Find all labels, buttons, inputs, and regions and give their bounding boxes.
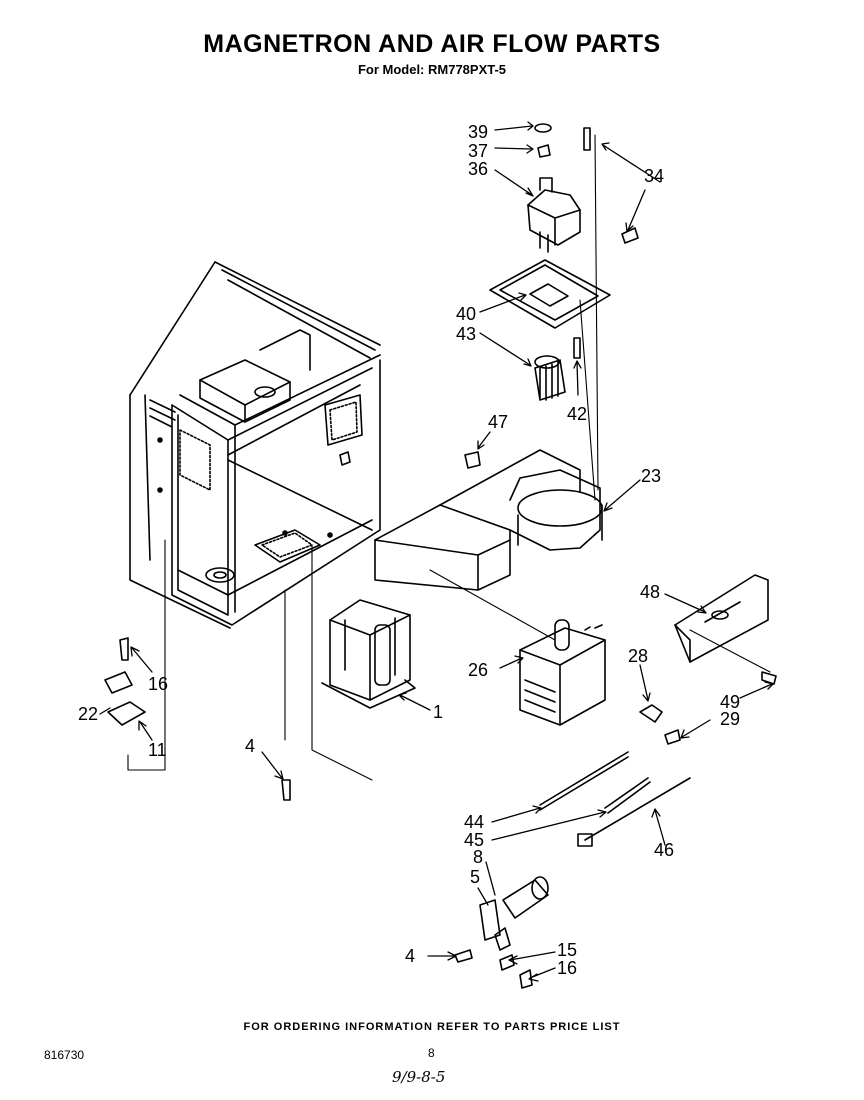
capacitor — [454, 876, 549, 989]
magnetron — [519, 619, 606, 726]
leader-lines — [127, 134, 771, 781]
callout-4-cabinet: 4 — [245, 736, 255, 756]
page-number: 8 — [428, 1046, 435, 1060]
callout-16-fuse: 16 — [148, 674, 168, 694]
bracket-48 — [674, 574, 777, 685]
callout-43: 43 — [456, 324, 476, 344]
callout-11: 11 — [148, 740, 167, 760]
callout-39: 39 — [468, 122, 488, 142]
document-number: 816730 — [44, 1048, 85, 1062]
handwritten-date: 9/9-8-5 — [392, 1068, 446, 1086]
model-subtitle: For Model: RM778PXT-5 — [357, 62, 507, 77]
transformer — [321, 599, 416, 709]
page-title: MAGNETRON AND AIR FLOW PARTS — [203, 30, 661, 58]
callout-46: 46 — [654, 840, 674, 860]
callout-37: 37 — [468, 141, 488, 161]
callout-23: 23 — [641, 466, 661, 486]
callout-1: 1 — [433, 702, 443, 722]
callout-49: 49 — [720, 692, 740, 712]
callout-29: 29 — [720, 709, 740, 729]
callout-47: 47 — [488, 412, 508, 432]
callout-16-capacitor: 16 — [557, 958, 577, 978]
ordering-note: FOR ORDERING INFORMATION REFER TO PARTS … — [243, 1021, 621, 1033]
thermal-cutout — [639, 704, 681, 745]
callout-44: 44 — [464, 812, 484, 832]
fan-motor-assembly — [489, 123, 639, 401]
callout-4-capacitor: 4 — [405, 946, 415, 966]
callout-48: 48 — [640, 582, 660, 602]
callout-26: 26 — [468, 660, 488, 680]
callout-40: 40 — [456, 304, 476, 324]
callout-8: 8 — [473, 847, 483, 867]
clip-47 — [464, 451, 481, 469]
screw-4 — [281, 779, 291, 801]
fuse-holder — [104, 637, 146, 726]
callout-42: 42 — [567, 404, 587, 424]
callout-15: 15 — [557, 940, 577, 960]
callout-arrows — [99, 121, 774, 982]
callout-5: 5 — [470, 867, 480, 887]
callout-36: 36 — [468, 159, 488, 179]
callout-45: 45 — [464, 830, 484, 850]
wire-leads — [539, 751, 691, 847]
callout-34: 34 — [644, 166, 664, 186]
cabinet-chassis — [129, 261, 381, 629]
air-duct — [374, 449, 603, 591]
callout-28: 28 — [628, 646, 648, 666]
callout-labels: 39 37 36 34 40 43 42 47 23 48 26 28 49 2… — [78, 122, 740, 978]
callout-22: 22 — [78, 704, 98, 724]
